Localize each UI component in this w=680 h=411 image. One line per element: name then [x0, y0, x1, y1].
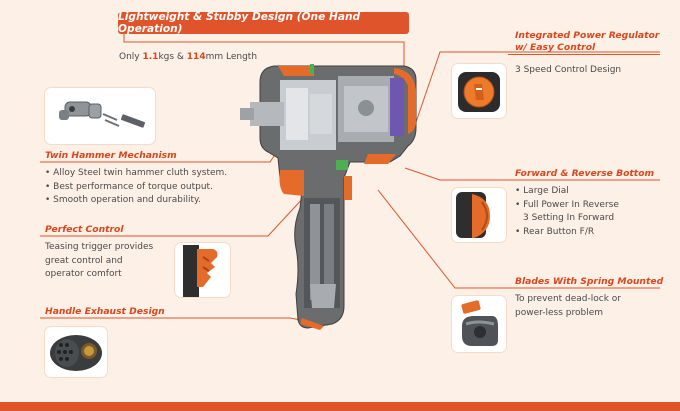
exhaust-icon: [45, 327, 107, 377]
twin-hammer-bullet: • Best performance of torque output.: [45, 181, 213, 192]
forward-reverse-bullet: 3 Setting In Forward: [523, 213, 615, 223]
blades-desc: To prevent dead-lock or power-less probl…: [515, 293, 621, 320]
impact-wrench-cutaway: [240, 64, 417, 330]
twin-hammer-bullet: • Smooth operation and durability.: [45, 195, 201, 205]
handle-exhaust-title: Handle Exhaust Design: [45, 306, 165, 317]
power-regulator-desc: 3 Speed Control Design: [515, 65, 622, 75]
twin-hammer-bullet: • Alloy Steel twin hammer cluth system.: [45, 168, 228, 178]
trigger-icon: [175, 243, 230, 297]
forward-reverse-title: Forward & Reverse Bottom: [515, 168, 655, 179]
weight-length-line: Only 1.1kgs & 114mm Length: [119, 51, 257, 65]
weight-value: 1.1: [142, 52, 159, 62]
forward-reverse-bullet: • Rear Button F/R: [515, 226, 595, 237]
twin-hammer-title: Twin Hammer Mechanism: [45, 150, 177, 161]
perfect-control-line: operator comfort: [45, 269, 122, 279]
perfect-control-line: Teasing trigger provides: [45, 242, 154, 252]
rule-power: [508, 54, 660, 55]
speed-dial-icon: [452, 64, 506, 118]
blade-icon: [452, 296, 506, 352]
twin-hammer-list: • Alloy Steel twin hammer cluth system. …: [45, 167, 227, 208]
power-regulator-title-1: Integrated Power Regulator: [515, 30, 660, 41]
forward-reverse-list: • Large Dial • Full Power In Reverse 3 S…: [515, 185, 619, 239]
weight-unit: kgs &: [158, 52, 187, 62]
hammer-parts-icon: [45, 88, 155, 144]
perfect-control-title: Perfect Control: [45, 224, 124, 235]
blades-line: To prevent dead-lock or: [515, 294, 622, 304]
weight-prefix: Only: [119, 52, 143, 62]
reverse-button-icon: [452, 188, 506, 242]
perfect-control-desc: Teasing trigger provides great control a…: [45, 241, 153, 282]
forward-reverse-bullet: • Large Dial: [515, 186, 569, 196]
blades-title: Blades With Spring Mounted: [515, 276, 664, 287]
footer-bar: [0, 402, 680, 411]
length-value: 114: [186, 52, 206, 62]
blades-line: power-less problem: [515, 307, 604, 318]
forward-reverse-bullet: • Full Power In Reverse: [515, 199, 619, 210]
power-regulator-title-2: w/ Easy Control: [515, 42, 596, 53]
banner-title: Lightweight & Stubby Design (One Hand Op…: [118, 11, 409, 35]
length-unit: mm Length: [205, 52, 258, 62]
perfect-control-line: great control and: [45, 255, 123, 266]
